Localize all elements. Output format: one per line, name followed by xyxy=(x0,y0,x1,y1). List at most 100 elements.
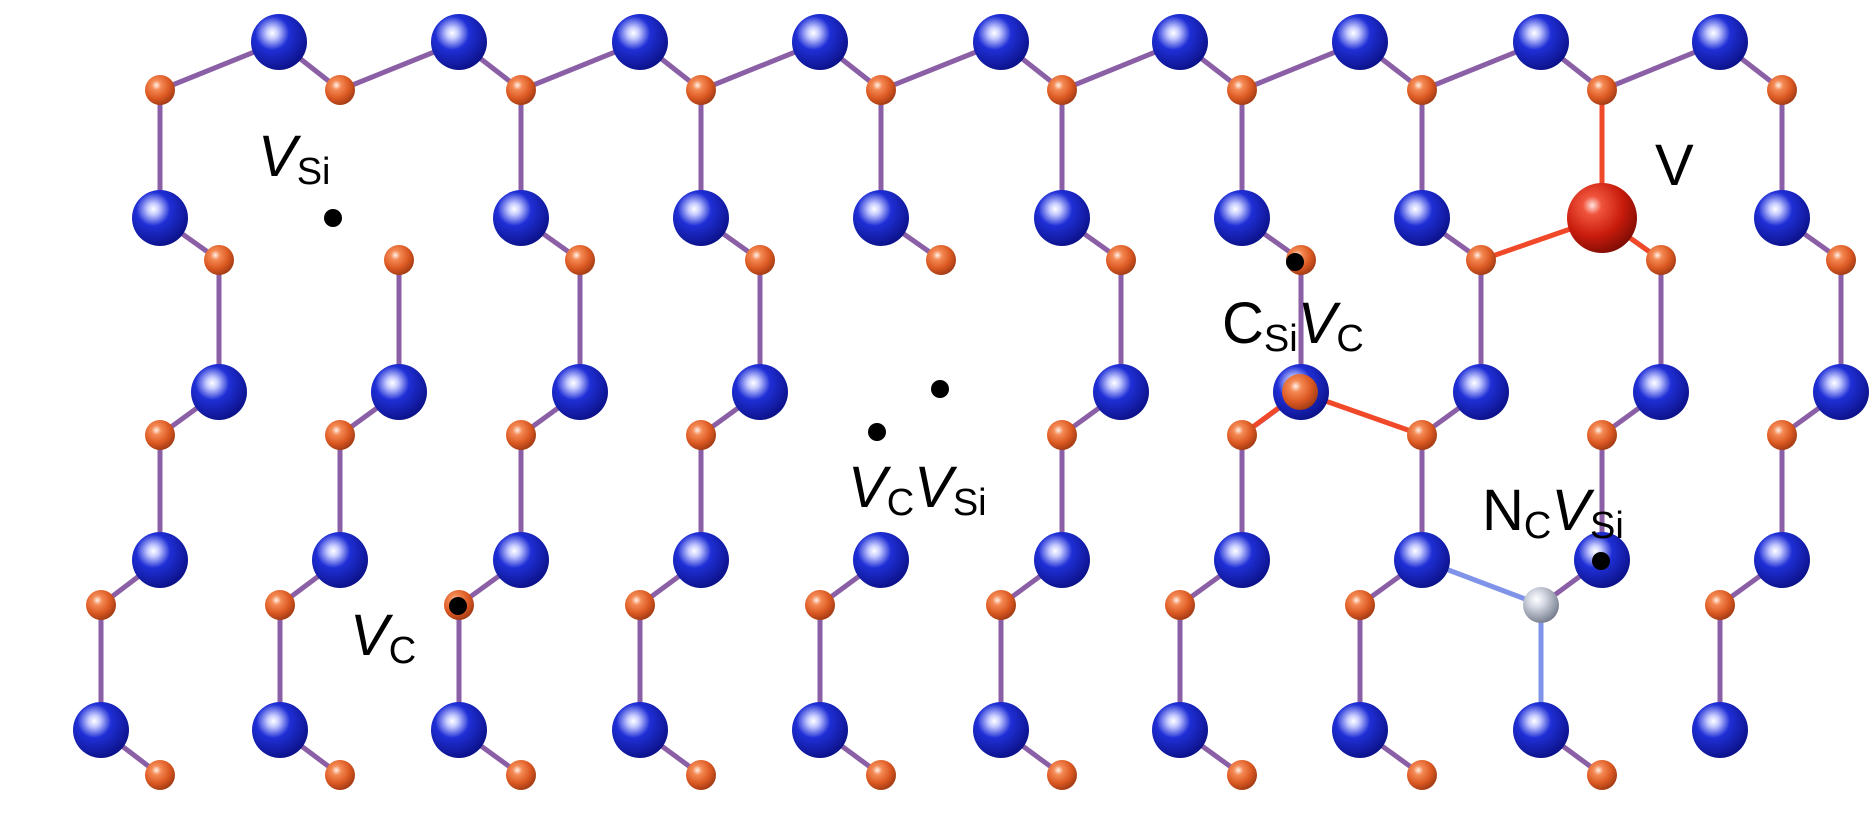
si-atom xyxy=(371,364,427,420)
c-si-antisite-atom xyxy=(1282,374,1318,410)
si-atom xyxy=(1034,190,1090,246)
label-vcvsi-main2: V xyxy=(914,455,958,520)
c-atom xyxy=(145,760,175,790)
label-ncvsi-sub1: C xyxy=(1524,505,1551,547)
c-atom xyxy=(926,245,956,275)
c-atom xyxy=(325,760,355,790)
label-vc-sub: C xyxy=(389,630,416,672)
label-vcvsi: VCVSi xyxy=(848,455,987,524)
si-atom xyxy=(1513,702,1569,758)
si-atom xyxy=(1813,364,1869,420)
c-atom xyxy=(204,245,234,275)
c-atom xyxy=(1587,420,1617,450)
defect-site-layer xyxy=(324,209,1610,615)
si-atom xyxy=(493,190,549,246)
c-atom xyxy=(1165,590,1195,620)
si-atom xyxy=(1513,14,1569,70)
c-atom xyxy=(384,245,414,275)
c-atom xyxy=(1227,75,1257,105)
label-vsi: VSi xyxy=(258,124,330,193)
si-atom xyxy=(792,14,848,70)
label-vcvsi-sub2: Si xyxy=(953,482,987,524)
c-atom xyxy=(1407,75,1437,105)
si-atom xyxy=(973,702,1029,758)
si-atom xyxy=(1093,364,1149,420)
label-ncvsi-main1: N xyxy=(1482,478,1524,543)
si-atom xyxy=(493,532,549,588)
c-atom xyxy=(686,75,716,105)
c-atom xyxy=(1407,420,1437,450)
si-atom xyxy=(251,14,307,70)
label-csivc-sub1: Si xyxy=(1264,318,1298,360)
c-atom xyxy=(1646,245,1676,275)
vacancy-site-marker xyxy=(1286,253,1304,271)
c-atom xyxy=(86,590,116,620)
c-atom xyxy=(686,760,716,790)
label-vc: VC xyxy=(350,603,416,672)
c-atom xyxy=(1106,245,1136,275)
c-atom xyxy=(625,590,655,620)
c-atom xyxy=(866,75,896,105)
si-atom xyxy=(1453,364,1509,420)
label-vsi-sub: Si xyxy=(297,151,331,193)
si-atom xyxy=(1394,532,1450,588)
label-vcvsi-main1: V xyxy=(848,455,892,520)
si-atom xyxy=(792,702,848,758)
c-atom xyxy=(1826,245,1856,275)
si-atom xyxy=(431,702,487,758)
c-atom xyxy=(506,75,536,105)
label-vsi-main: V xyxy=(258,124,302,189)
si-atom xyxy=(252,702,308,758)
si-atom xyxy=(1692,702,1748,758)
label-layer: VSi VC VCVSi CSiVC NCVSi V xyxy=(258,124,1694,672)
si-atom xyxy=(73,702,129,758)
c-atom xyxy=(1227,760,1257,790)
si-atom xyxy=(312,532,368,588)
si-atom xyxy=(132,532,188,588)
c-atom xyxy=(686,420,716,450)
label-csivc-main1: C xyxy=(1222,291,1264,356)
c-atom xyxy=(1767,420,1797,450)
si-atom xyxy=(1214,532,1270,588)
si-atom xyxy=(1332,14,1388,70)
si-atom xyxy=(612,14,668,70)
vacancy-site-marker xyxy=(1592,552,1610,570)
c-atom xyxy=(805,590,835,620)
v-atom xyxy=(1567,183,1637,253)
n-atom xyxy=(1523,587,1559,623)
c-atom xyxy=(1227,420,1257,450)
vacancy-site-marker xyxy=(324,209,342,227)
label-v: V xyxy=(1655,133,1694,198)
label-ncvsi: NCVSi xyxy=(1482,478,1624,547)
vacancy-site-marker xyxy=(931,380,949,398)
si-atom xyxy=(1332,702,1388,758)
si-atom xyxy=(552,364,608,420)
c-atom xyxy=(506,420,536,450)
c-atom xyxy=(1047,420,1077,450)
c-atom xyxy=(145,420,175,450)
label-vc-main: V xyxy=(350,603,394,668)
c-atom xyxy=(1767,75,1797,105)
label-ncvsi-sub2: Si xyxy=(1590,505,1624,547)
c-atom xyxy=(1407,760,1437,790)
vacancy-site-marker xyxy=(868,423,886,441)
c-atom xyxy=(565,245,595,275)
c-atom xyxy=(1587,75,1617,105)
c-atom xyxy=(986,590,1016,620)
c-atom xyxy=(506,760,536,790)
c-atom xyxy=(325,420,355,450)
vacancy-site-marker xyxy=(449,597,467,615)
si-atom xyxy=(853,190,909,246)
si-atom xyxy=(1754,532,1810,588)
si-atom xyxy=(1754,190,1810,246)
c-atom xyxy=(1587,760,1617,790)
si-atom xyxy=(1692,14,1748,70)
label-csivc-sub2: C xyxy=(1336,318,1363,360)
c-atom xyxy=(145,75,175,105)
label-ncvsi-main2: V xyxy=(1551,478,1595,543)
c-atom xyxy=(1705,590,1735,620)
si-atom xyxy=(431,14,487,70)
si-atom xyxy=(732,364,788,420)
si-atom xyxy=(673,532,729,588)
